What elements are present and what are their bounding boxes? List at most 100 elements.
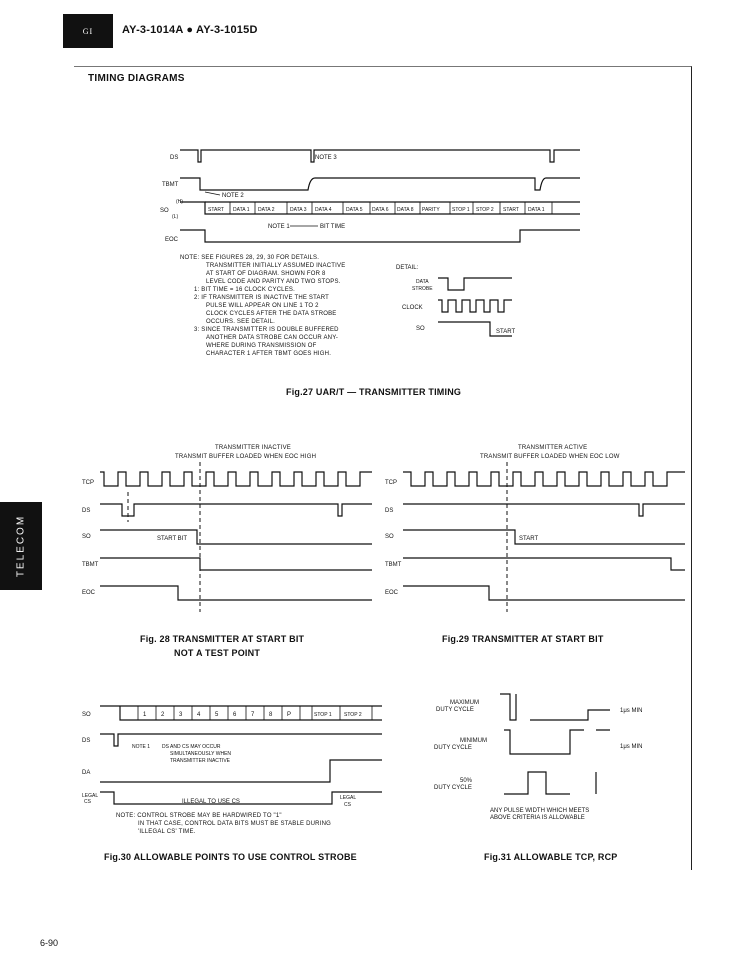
- fig27-ds-wave: [180, 149, 580, 163]
- fig30-note-line: IN THAT CASE, CONTROL DATA BITS MUST BE …: [138, 821, 331, 827]
- fig30-field-2: 3: [179, 712, 183, 718]
- fig27-field-3: DATA 3: [290, 207, 307, 213]
- detail-data-strobe: DATA: [416, 279, 429, 285]
- fig29-start: START: [519, 536, 538, 542]
- fig28-label-tcp: TCP: [82, 480, 94, 486]
- fig30-caption: Fig.30 ALLOWABLE POINTS TO USE CONTROL S…: [104, 852, 357, 862]
- fig31-min1: 1μs MIN: [620, 708, 642, 714]
- fig30-da-wave: [100, 759, 382, 783]
- fig27-field-0: START: [208, 207, 224, 213]
- fig27-detail: DETAIL: DATA STROBE CLOCK SO START: [396, 265, 515, 337]
- fig27-note-line: AT START OF DIAGRAM. SHOWN FOR 8: [206, 271, 326, 277]
- fig27-note-line: OCCURS. SEE DETAIL.: [206, 319, 276, 325]
- fig30-label-legal: LEGAL: [82, 793, 98, 799]
- fig29-ds-wave: [403, 503, 685, 517]
- fig27-field-1: DATA 1: [233, 207, 250, 213]
- fig27-field-6: DATA 6: [372, 207, 389, 213]
- fig28-markers: [127, 462, 201, 612]
- fig27-note-line: CLOCK CYCLES AFTER THE DATA STROBE: [206, 311, 337, 317]
- fig30-overlap1: DS AND CS MAY OCCUR: [162, 744, 221, 750]
- side-tab: TELECOM: [0, 502, 42, 590]
- section-title: TIMING DIAGRAMS: [88, 73, 185, 84]
- fig27-field-8: PARITY: [422, 207, 440, 213]
- fig31-max-wave: [500, 693, 610, 721]
- fig28-title2: TRANSMIT BUFFER LOADED WHEN EOC HIGH: [175, 454, 317, 460]
- fig30-field-7: 8: [269, 712, 273, 718]
- detail-label: DETAIL:: [396, 265, 419, 271]
- fig27-label-l: (L): [172, 214, 178, 220]
- fig31-caption: Fig.31 ALLOWABLE TCP, RCP: [484, 852, 618, 862]
- fig30-label-cs: CS: [84, 799, 92, 805]
- fig27-field-2: DATA 2: [258, 207, 275, 213]
- fig27-note-line: PULSE WILL APPEAR ON LINE 1 TO 2: [206, 303, 319, 309]
- fig27-so-bits: [229, 202, 553, 214]
- fig27-label-so: SO: [160, 208, 169, 214]
- fig30-legal1: LEGAL: [340, 795, 356, 801]
- fig30-cs-wave: [100, 791, 382, 805]
- fig27-note3: NOTE 3: [315, 155, 337, 161]
- detail-start: START: [496, 329, 515, 335]
- fig30-label-so: SO: [82, 712, 91, 718]
- fig30-note-line: NOTE: CONTROL STROBE MAY BE HARDWIRED TO…: [116, 813, 282, 819]
- fig31-50-wave: [504, 771, 597, 795]
- fig30-waveforms: SO 1 2 3 4 5 6 7 8 P STOP 1 STOP 2 DS NO…: [82, 705, 382, 808]
- fig27-note-line: LEVEL CODE AND PARITY AND TWO STOPS.: [206, 279, 341, 285]
- fig28-eoc-wave: [100, 585, 372, 601]
- fig30-field-0: 1: [143, 712, 147, 718]
- fig29-caption: Fig.29 TRANSMITTER AT START BIT: [442, 634, 604, 644]
- fig29-title2: TRANSMIT BUFFER LOADED WHEN EOC LOW: [480, 454, 620, 460]
- fig30-field-5: 6: [233, 712, 237, 718]
- fig28-caption1: Fig. 28 TRANSMITTER AT START BIT: [140, 634, 305, 644]
- fig27-label-ds: DS: [170, 155, 178, 161]
- fig27-field-9: STOP 1: [452, 207, 470, 213]
- detail-so: SO: [416, 326, 425, 332]
- fig30-field-1: 2: [161, 712, 165, 718]
- fig27-note-line: 1: BIT TIME = 16 CLOCK CYCLES.: [194, 287, 295, 293]
- fig29-label-eoc: EOC: [385, 590, 399, 596]
- fig30-so-bits: [137, 706, 373, 720]
- detail-ds-wave: [438, 277, 512, 291]
- fig28-label-eoc: EOC: [82, 590, 96, 596]
- fig27-field-10: STOP 2: [476, 207, 494, 213]
- fig31-min-wave: [504, 729, 610, 755]
- fig27-field-12: DATA 1: [528, 207, 545, 213]
- fig31-label-min2: DUTY CYCLE: [434, 745, 472, 751]
- company-logo: GI: [63, 14, 113, 48]
- fig27-note1: NOTE 1: [268, 224, 290, 230]
- fig30-illegal: ILLEGAL TO USE CS: [182, 799, 240, 805]
- fig28-tbmt-wave: [100, 557, 372, 571]
- fig30-note1: NOTE 1: [132, 744, 150, 750]
- fig31-label-502: DUTY CYCLE: [434, 785, 472, 791]
- detail-data-strobe-2: STROBE: [412, 286, 433, 292]
- fig28-start-bit: START BIT: [157, 536, 187, 542]
- fig31-min2: 1μs MIN: [620, 744, 642, 750]
- fig30-field-6: 7: [251, 712, 255, 718]
- fig27-note2-arrow: [204, 191, 221, 196]
- fig28-label-ds: DS: [82, 508, 90, 514]
- fig28-caption2: NOT A TEST POINT: [174, 648, 261, 658]
- fig27-so-low: [180, 201, 580, 215]
- fig30-field-3: 4: [197, 712, 201, 718]
- fig30-label-ds: DS: [82, 738, 90, 744]
- fig31-label-max: MAXIMUM: [450, 700, 479, 706]
- fig28-label-tbmt: TBMT: [82, 562, 99, 568]
- detail-so-wave: [438, 321, 512, 337]
- fig29-title1: TRANSMITTER ACTIVE: [518, 445, 588, 451]
- fig31-label-50: 50%: [460, 778, 473, 784]
- fig27-note-line: ANOTHER DATA STROBE CAN OCCUR ANY-: [206, 335, 339, 341]
- fig27-note-line: NOTE: SEE FIGURES 28, 29, 30 FOR DETAILS…: [180, 255, 320, 261]
- fig27-note-line: WHERE DURING TRANSMISSION OF: [206, 343, 317, 349]
- fig27-field-4: DATA 4: [315, 207, 332, 213]
- fig27-field-5: DATA 5: [346, 207, 363, 213]
- fig27-note2: NOTE 2: [222, 193, 244, 199]
- fig27-notes: NOTE: SEE FIGURES 28, 29, 30 FOR DETAILS…: [180, 254, 345, 358]
- fig27-tbmt-wave: [180, 177, 580, 191]
- fig29-label-tbmt: TBMT: [385, 562, 402, 568]
- fig29-label-ds: DS: [385, 508, 393, 514]
- fig30-notes: NOTE: CONTROL STROBE MAY BE HARDWIRED TO…: [116, 812, 331, 836]
- fig27-bit-time: BIT TIME: [320, 224, 345, 230]
- fig29-tbmt-wave: [403, 557, 685, 571]
- fig28-waveforms: TCP DS SO START BIT TBMT EOC: [82, 462, 372, 612]
- fig28-so-wave: [100, 529, 372, 545]
- fig31-note1: ANY PULSE WIDTH WHICH MEETS: [490, 808, 589, 814]
